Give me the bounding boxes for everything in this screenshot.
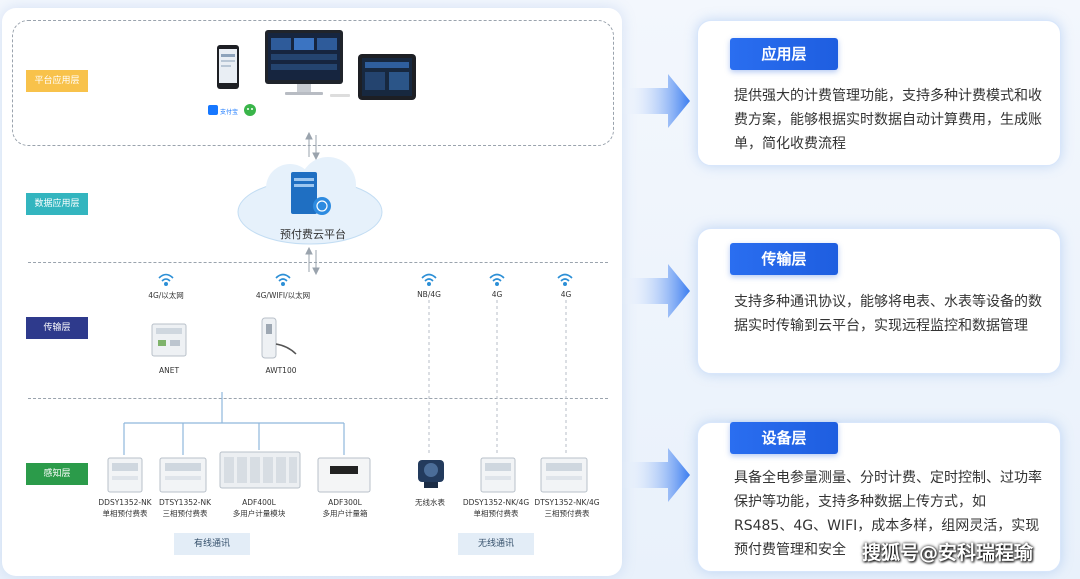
- wireless-comm-label: 4G: [491, 290, 503, 299]
- awt100-gateway-icon: [261, 317, 297, 359]
- wechat-icon: [244, 104, 256, 116]
- server-icon: [291, 172, 331, 215]
- app-layer-title: 应用层: [730, 38, 838, 70]
- layer-tag-platform-app: 平台应用层: [26, 70, 88, 92]
- watermark: 搜狐号@安科瑞程瑜: [862, 542, 1034, 564]
- architecture-panel: [2, 8, 622, 576]
- device-layer-title: 设备层: [730, 422, 838, 454]
- gateway-name-anet: ANET: [158, 366, 180, 375]
- ddsy1352-meter-icon: [107, 457, 143, 493]
- layer-tag-data-app: 数据应用层: [26, 193, 88, 215]
- anet-gateway-icon: [151, 323, 187, 357]
- gateway-comm-label: 4G/WIFI/以太网: [255, 291, 311, 300]
- bidirectional-arrow-icon: [305, 131, 320, 161]
- wired-comm-pill: 有线通讯: [174, 533, 250, 555]
- separator-line: [28, 262, 608, 263]
- wifi-icon: [158, 273, 174, 286]
- alipay-icon: [208, 105, 218, 115]
- water-meter-icon: [418, 460, 444, 488]
- layer-tag-perception: 感知层: [26, 463, 88, 485]
- wifi-icon: [275, 273, 291, 286]
- device-label: 无线水表: [415, 498, 445, 507]
- layer-tag-transport: 传输层: [26, 317, 88, 339]
- right-arrow-icon: [620, 448, 690, 502]
- adf300l-box-icon: [317, 457, 371, 493]
- right-arrow-icon: [620, 74, 690, 128]
- tablet-icon: [358, 54, 416, 100]
- dtsy1352-4g-meter-icon: [540, 457, 588, 493]
- platform-app-box: [12, 20, 614, 146]
- cloud-platform-label: 预付费云平台: [280, 228, 346, 241]
- ddsy1352-4g-meter-icon: [480, 457, 516, 493]
- alipay-label: 支付宝: [220, 109, 239, 116]
- gateway-comm-label: 4G/以太网: [148, 291, 184, 300]
- bidirectional-arrow-icon: [305, 246, 320, 276]
- device-layer-description: 具备全电参量测量、分时计费、定时控制、过功率保护等功能，支持多种数据上传方式，如…: [734, 470, 1042, 558]
- gateway-name-awt100: AWT100: [265, 366, 297, 375]
- wireless-comm-label: 4G: [560, 290, 572, 299]
- right-arrow-icon: [620, 264, 690, 318]
- adf400l-module-icon: [219, 451, 301, 489]
- phone-icon: [217, 45, 239, 89]
- wifi-icon: [557, 273, 573, 286]
- wifi-icon: [421, 273, 437, 286]
- transport-layer-title: 传输层: [730, 243, 838, 275]
- monitor-icon: [265, 30, 350, 97]
- wireless-comm-label: NB/4G: [417, 290, 441, 299]
- dtsy1352-meter-icon: [159, 457, 207, 493]
- separator-line: [28, 398, 608, 399]
- app-layer-description: 提供强大的计费管理功能，支持多种计费模式和收费方案，能够根据实时数据自动计算费用…: [734, 88, 1042, 152]
- wifi-icon: [489, 273, 505, 286]
- wireless-comm-pill: 无线通讯: [458, 533, 534, 555]
- diagram-artwork: [107, 30, 588, 493]
- transport-layer-description: 支持多种通讯协议，能够将电表、水表等设备的数据实时传输到云平台，实现远程监控和数…: [734, 294, 1042, 334]
